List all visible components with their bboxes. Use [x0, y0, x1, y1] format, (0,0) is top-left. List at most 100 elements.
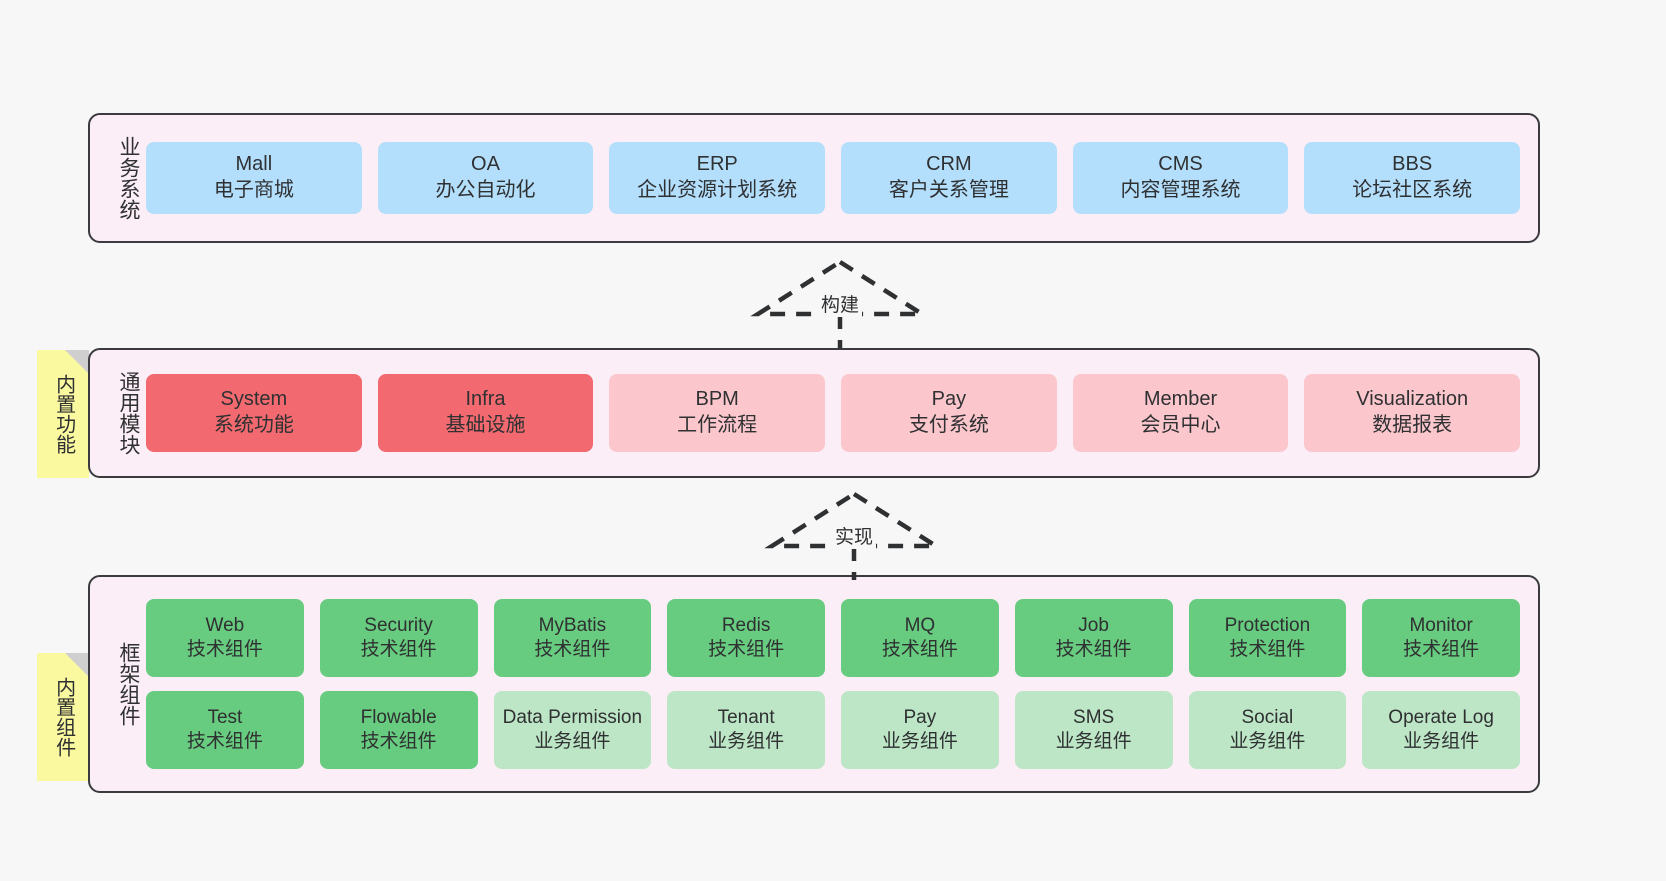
card-test[interactable]: Test 技术组件 — [146, 691, 304, 769]
card-subtitle: 企业资源计划系统 — [637, 179, 798, 201]
card-subtitle: 业务组件 — [1229, 731, 1306, 752]
card-title: MyBatis — [538, 614, 607, 636]
sticky-note-builtin-function[interactable]: 内置功能 — [37, 350, 89, 478]
card-subtitle: 电子商城 — [213, 179, 294, 201]
sticky-note-text: 内置组件 — [52, 677, 75, 757]
card-sms[interactable]: SMS 业务组件 — [1014, 691, 1173, 769]
card-pay[interactable]: Pay 支付系统 — [841, 374, 1057, 452]
card-subtitle: 技术组件 — [881, 639, 958, 660]
card-title: Security — [364, 614, 433, 636]
card-infra[interactable]: Infra 基础设施 — [377, 374, 594, 452]
generalization-arrow-icon — [764, 491, 944, 580]
layer-body-modules: System 系统功能 Infra 基础设施 BPM 工作流程 Pay 支付系统… — [140, 350, 1538, 476]
layer-body-business: Mall 电子商城 OA 办公自动化 ERP 企业资源计划系统 CRM 客户关系… — [140, 115, 1538, 241]
connector-label-implement: 实现 — [831, 522, 877, 549]
card-visualization[interactable]: Visualization 数据报表 — [1304, 374, 1521, 452]
card-oa[interactable]: OA 办公自动化 — [377, 142, 594, 214]
card-subtitle: 办公自动化 — [435, 179, 536, 201]
layer-framework-components[interactable]: 框架组件 Web 技术组件 Security 技术组件 MyBatis 技术组件… — [88, 575, 1540, 793]
card-title: Redis — [721, 614, 771, 636]
layer-body-framework: Web 技术组件 Security 技术组件 MyBatis 技术组件 Redi… — [140, 577, 1538, 791]
card-row: Mall 电子商城 OA 办公自动化 ERP 企业资源计划系统 CRM 客户关系… — [146, 142, 1521, 214]
card-subtitle: 会员中心 — [1140, 414, 1221, 436]
card-subtitle: 系统功能 — [213, 414, 294, 436]
card-title: ERP — [696, 153, 738, 176]
card-subtitle: 技术组件 — [360, 639, 437, 660]
card-subtitle: 业务组件 — [708, 731, 785, 752]
page-fold-icon — [65, 653, 89, 677]
card-subtitle: 业务组件 — [1403, 731, 1480, 752]
sticky-note-text: 内置功能 — [52, 374, 75, 454]
connector-build: 构建 — [750, 258, 930, 348]
card-monitor[interactable]: Monitor 技术组件 — [1362, 599, 1520, 677]
card-title: Flowable — [360, 706, 437, 728]
card-social[interactable]: Social 业务组件 — [1188, 691, 1347, 769]
card-bbs[interactable]: BBS 论坛社区系统 — [1304, 142, 1521, 214]
layer-common-modules[interactable]: 通用模块 System 系统功能 Infra 基础设施 BPM 工作流程 Pay… — [88, 348, 1540, 478]
page-fold-icon — [65, 350, 89, 374]
sticky-note-builtin-component[interactable]: 内置组件 — [37, 653, 89, 781]
card-row: System 系统功能 Infra 基础设施 BPM 工作流程 Pay 支付系统… — [146, 374, 1521, 452]
card-subtitle: 数据报表 — [1372, 414, 1453, 436]
card-title: Member — [1143, 388, 1218, 411]
layer-business-systems[interactable]: 业务系统 Mall 电子商城 OA 办公自动化 ERP 企业资源计划系统 CRM… — [88, 113, 1540, 243]
card-subtitle: 技术组件 — [1403, 639, 1480, 660]
card-redis[interactable]: Redis 技术组件 — [667, 599, 825, 677]
card-title: BBS — [1392, 153, 1433, 176]
card-title: Tenant — [717, 706, 775, 728]
card-title: Mall — [235, 153, 273, 176]
card-subtitle: 业务组件 — [881, 731, 958, 752]
card-title: Pay — [931, 388, 967, 411]
card-title: Protection — [1224, 614, 1311, 636]
card-job[interactable]: Job 技术组件 — [1014, 599, 1173, 677]
card-crm[interactable]: CRM 客户关系管理 — [841, 142, 1057, 214]
card-title: Social — [1241, 706, 1294, 728]
card-data-permission[interactable]: Data Permission 业务组件 — [493, 691, 652, 769]
card-title: Monitor — [1409, 614, 1473, 636]
card-title: Operate Log — [1388, 706, 1494, 728]
card-subtitle: 技术组件 — [186, 731, 263, 752]
card-title: Test — [207, 706, 243, 728]
connector-implement: 实现 — [764, 490, 944, 580]
layer-title-business: 业务系统 — [117, 136, 140, 220]
card-title: Data Permission — [502, 706, 643, 728]
card-subtitle: 技术组件 — [360, 731, 437, 752]
card-title: MQ — [904, 614, 936, 636]
card-title: CMS — [1158, 153, 1203, 176]
card-subtitle: 论坛社区系统 — [1352, 179, 1473, 201]
card-protection[interactable]: Protection 技术组件 — [1188, 599, 1347, 677]
card-subtitle: 技术组件 — [708, 639, 785, 660]
card-member[interactable]: Member 会员中心 — [1072, 374, 1289, 452]
card-title: OA — [471, 153, 500, 176]
card-flowable[interactable]: Flowable 技术组件 — [319, 691, 478, 769]
card-subtitle: 技术组件 — [534, 639, 611, 660]
card-title: CRM — [926, 153, 972, 176]
card-mybatis[interactable]: MyBatis 技术组件 — [493, 599, 652, 677]
card-title: Visualization — [1356, 388, 1469, 411]
card-pay-business[interactable]: Pay 业务组件 — [841, 691, 999, 769]
card-subtitle: 基础设施 — [445, 414, 526, 436]
card-title: System — [220, 388, 288, 411]
card-subtitle: 支付系统 — [908, 414, 989, 436]
card-bpm[interactable]: BPM 工作流程 — [609, 374, 826, 452]
card-erp[interactable]: ERP 企业资源计划系统 — [609, 142, 826, 214]
card-system[interactable]: System 系统功能 — [146, 374, 362, 452]
card-security[interactable]: Security 技术组件 — [319, 599, 478, 677]
card-mall[interactable]: Mall 电子商城 — [146, 142, 362, 214]
card-subtitle: 业务组件 — [534, 731, 611, 752]
card-cms[interactable]: CMS 内容管理系统 — [1072, 142, 1289, 214]
card-subtitle: 客户关系管理 — [888, 179, 1009, 201]
card-subtitle: 技术组件 — [1055, 639, 1132, 660]
card-web[interactable]: Web 技术组件 — [146, 599, 304, 677]
card-title: Job — [1078, 614, 1109, 636]
card-title: Web — [205, 614, 245, 636]
card-tenant[interactable]: Tenant 业务组件 — [667, 691, 825, 769]
layer-title-modules: 通用模块 — [117, 371, 140, 455]
card-title: SMS — [1073, 706, 1115, 728]
card-operate-log[interactable]: Operate Log 业务组件 — [1362, 691, 1520, 769]
card-subtitle: 工作流程 — [677, 414, 758, 436]
card-subtitle: 技术组件 — [186, 639, 263, 660]
card-mq[interactable]: MQ 技术组件 — [841, 599, 999, 677]
card-title: BPM — [695, 388, 739, 411]
